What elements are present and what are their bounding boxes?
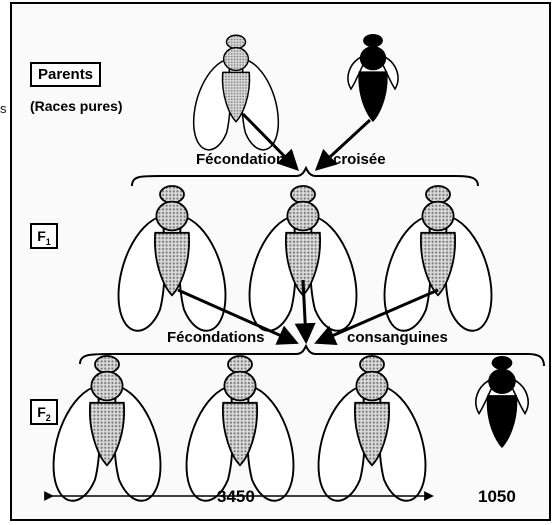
cross-2-left-label: Fécondations bbox=[167, 329, 265, 346]
cross-1-right-label: croisée bbox=[333, 151, 386, 168]
f2-fly-3 bbox=[319, 356, 426, 501]
f1-fly-1 bbox=[119, 186, 226, 331]
parent-black-fly bbox=[348, 34, 398, 122]
brace-f2 bbox=[80, 346, 544, 366]
grey-count: 3450 bbox=[217, 487, 255, 507]
f2-fly-1 bbox=[54, 356, 161, 501]
f1-fly-3 bbox=[385, 186, 492, 331]
parents-label: Parents bbox=[30, 62, 101, 87]
parent-grey-fly bbox=[194, 35, 279, 150]
generation-f2-label: F2 bbox=[30, 399, 58, 425]
parents-subtitle: (Races pures) bbox=[30, 98, 123, 114]
generation-f1-label: F1 bbox=[30, 223, 58, 249]
cross-1-left-label: Fécondation bbox=[196, 151, 285, 168]
cross-2-right-label: consanguines bbox=[347, 329, 448, 346]
black-count: 1050 bbox=[478, 487, 516, 507]
brace-f1 bbox=[132, 168, 478, 186]
f2-black-fly bbox=[476, 356, 528, 448]
f2-fly-2 bbox=[187, 356, 294, 501]
